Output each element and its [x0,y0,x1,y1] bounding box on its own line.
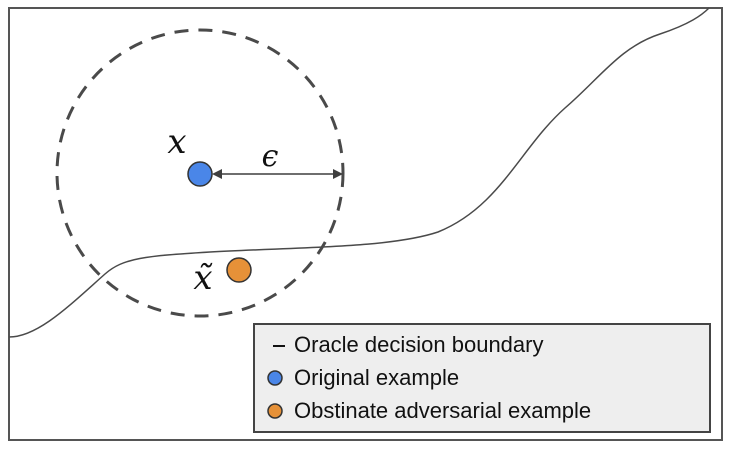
legend-box: Oracle decision boundary Original exampl… [253,323,711,433]
original-point-label: x [167,122,186,162]
legend-item-original: Original example [294,365,459,390]
adversarial-point-label: x̃ [193,258,213,298]
legend-item-boundary: Oracle decision boundary [294,332,543,357]
legend-background [253,323,711,433]
decision-boundary-curve [8,7,710,338]
legend-blue-dot [267,370,283,386]
legend-item-adversarial: Obstinate adversarial example [294,398,591,423]
epsilon-ball [55,28,345,318]
legend-orange-dot [267,403,283,419]
original-example-dot [187,161,213,187]
epsilon-label: ϵ [262,139,279,174]
adversarial-example-dot [226,257,252,283]
